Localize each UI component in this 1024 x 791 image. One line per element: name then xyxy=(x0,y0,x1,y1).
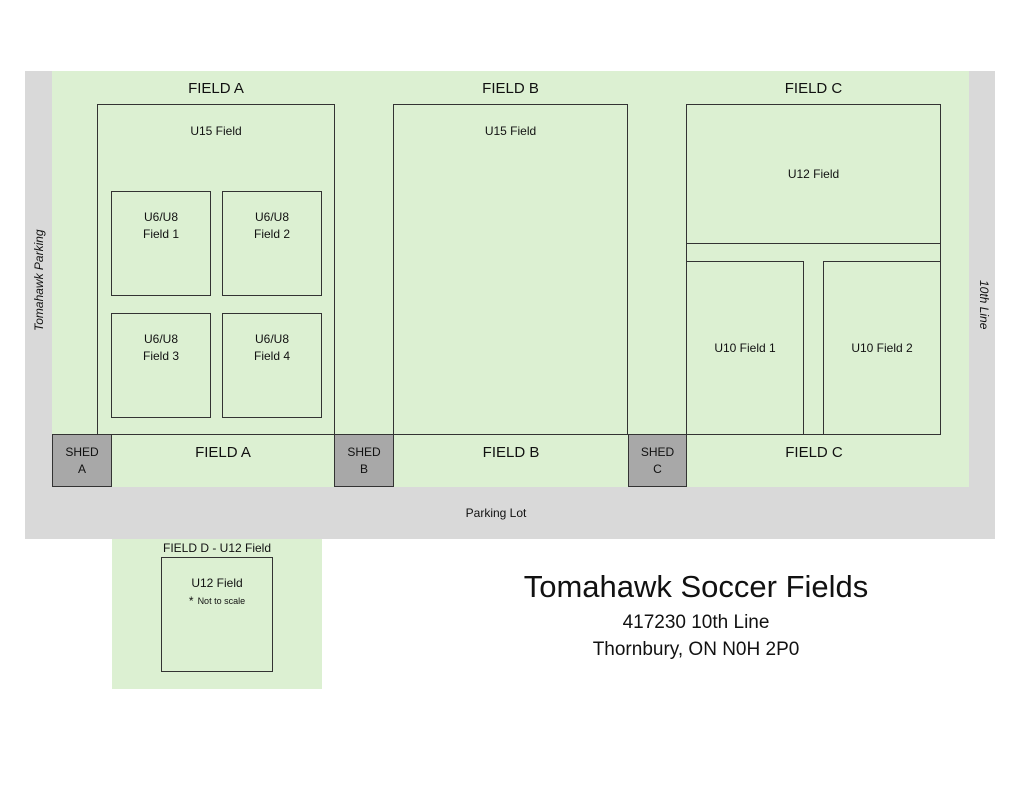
u6u8-field-3 xyxy=(111,313,211,418)
asterisk-mark: * xyxy=(188,594,194,608)
u6u8-field-1-label: U6/U8 Field 1 xyxy=(142,210,180,241)
u6u8-field-2 xyxy=(222,191,322,296)
page-title: Tomahawk Soccer Fields xyxy=(523,569,869,604)
u6u8-field-3-label: U6/U8 Field 3 xyxy=(142,332,180,363)
field-b-u15-label: U15 Field xyxy=(484,123,537,138)
field-a-u15-label: U15 Field xyxy=(190,123,242,138)
shed-b: SHED B xyxy=(334,434,394,487)
shed-a: SHED A xyxy=(52,434,112,487)
u10-field-1-label: U10 Field 1 xyxy=(714,340,776,355)
field-d-u12-label: U12 Field xyxy=(191,575,243,590)
field-c-u12-boundary xyxy=(686,104,941,244)
field-d-label: FIELD D - U12 Field xyxy=(162,540,272,555)
u6u8-field-4-label: U6/U8 Field 4 xyxy=(253,332,291,363)
u6u8-field-4 xyxy=(222,313,322,418)
u10-field-2-label: U10 Field 2 xyxy=(851,340,913,355)
address-line-2: Thornbury, ON N0H 2P0 xyxy=(592,639,800,660)
road-label-left: Tomahawk Parking xyxy=(32,229,46,331)
field-c-u12-label: U12 Field xyxy=(787,166,840,181)
shed-c: SHED C xyxy=(628,434,687,487)
road-label-right: 10th Line xyxy=(977,280,991,330)
field-d-u12-boundary xyxy=(161,557,273,672)
field-b-u15-boundary xyxy=(393,104,628,435)
u6u8-field-2-label: U6/U8 Field 2 xyxy=(253,210,291,241)
not-to-scale-note: * Not to scale xyxy=(161,592,273,610)
field-a-top-label: FIELD A xyxy=(188,79,244,97)
field-c-top-label: FIELD C xyxy=(784,79,843,97)
field-b-bottom-label: FIELD B xyxy=(482,443,540,461)
field-d-grass xyxy=(112,539,322,689)
field-c-bottom-label: FIELD C xyxy=(785,443,843,461)
field-bottom-line xyxy=(52,434,941,436)
not-to-scale-text: Not to scale xyxy=(197,596,246,606)
u6u8-field-1 xyxy=(111,191,211,296)
field-b-top-label: FIELD B xyxy=(482,79,539,97)
road-label-bottom: Parking Lot xyxy=(465,505,527,520)
address-line-1: 417230 10th Line xyxy=(622,612,770,633)
field-a-bottom-label: FIELD A xyxy=(195,443,251,461)
